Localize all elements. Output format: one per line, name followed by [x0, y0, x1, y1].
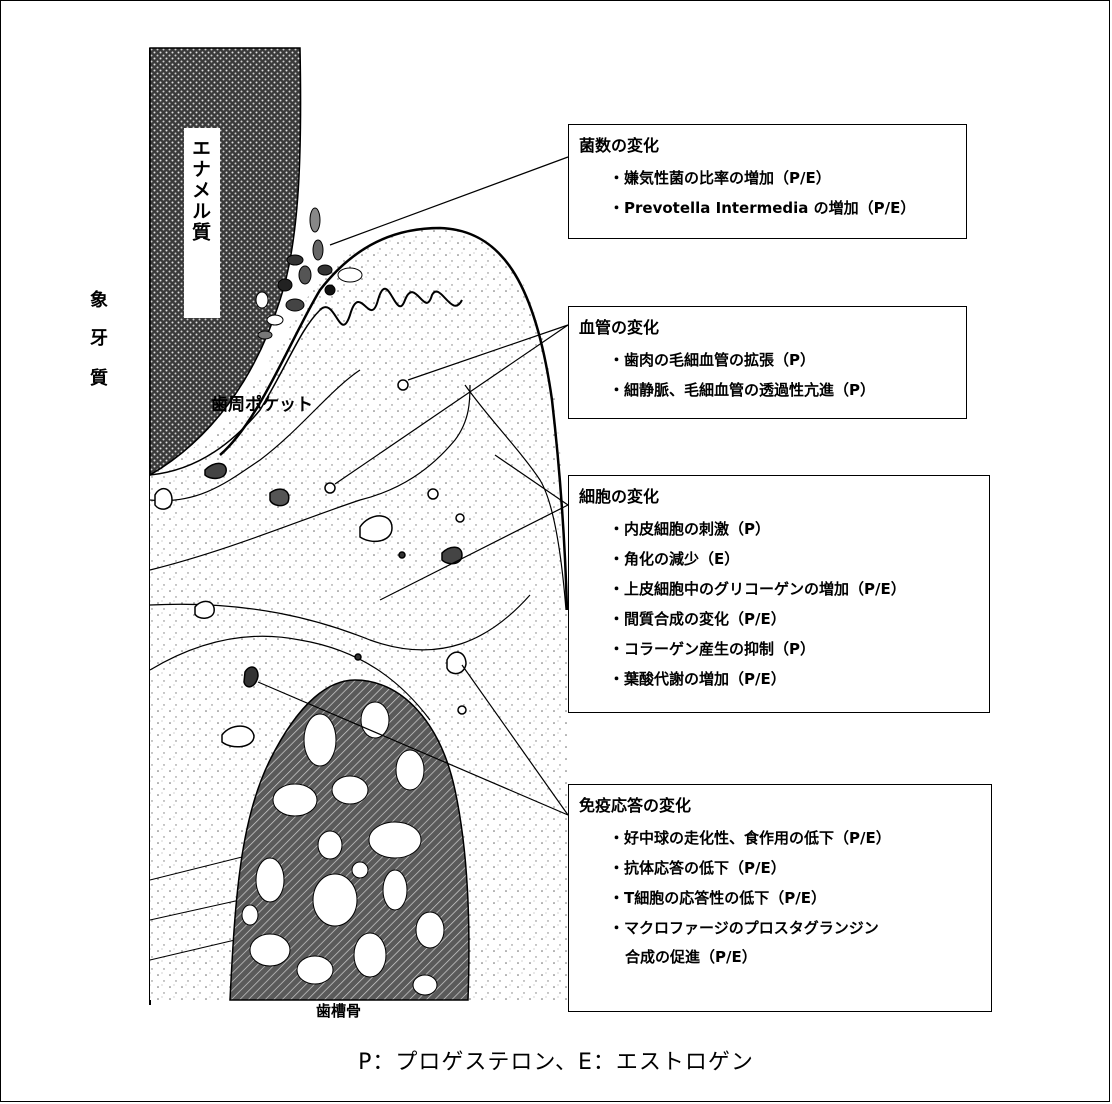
- connective-line-3: [149, 635, 431, 721]
- immune-change-item: ・好中球の走化性、食作用の低下（P/E）: [609, 829, 891, 847]
- vessel-change-title: 血管の変化: [579, 318, 660, 337]
- tissue-cells: [154, 379, 467, 748]
- cell-change-item: ・間質合成の変化（P/E）: [609, 610, 786, 628]
- pocket-label: 歯周ポケット: [211, 395, 313, 415]
- bone-label: 歯槽骨: [316, 1002, 362, 1020]
- pocket-epithelium-line: [149, 309, 321, 476]
- bacteria-change-box: 菌数の変化 ・嫌気性菌の比率の増加（P/E） ・Prevotella Inter…: [568, 124, 967, 239]
- vessel-change-item: ・歯肉の毛細血管の拡張（P）: [609, 351, 815, 369]
- dentin-label-3: 質: [90, 368, 108, 389]
- leader-lines: [257, 156, 569, 816]
- cell-change-box: 細胞の変化 ・内皮細胞の刺激（P） ・角化の減少（E） ・上皮細胞中のグリコーゲ…: [568, 475, 990, 713]
- vessel-change-item: ・細静脈、毛細血管の透過性亢進（P）: [609, 381, 875, 399]
- bacteria-change-item: ・嫌気性菌の比率の増加（P/E）: [609, 169, 831, 187]
- immune-change-item: ・マクロファージのプロスタグランジン: [609, 919, 879, 937]
- bacteria-change-item: ・Prevotella Intermedia の増加（P/E）: [609, 199, 916, 217]
- cell-change-item: ・内皮細胞の刺激（P）: [609, 520, 770, 538]
- cell-change-item: ・コラーゲン産生の抑制（P）: [609, 640, 815, 658]
- cell-change-item: ・角化の減少（E）: [609, 550, 740, 568]
- bacteria-cluster: [255, 207, 363, 340]
- immune-change-item: ・抗体応答の低下（P/E）: [609, 859, 786, 877]
- vessel-change-box: 血管の変化 ・歯肉の毛細血管の拡張（P） ・細静脈、毛細血管の透過性亢進（P）: [568, 306, 967, 419]
- immune-change-item-continuation: 合成の促進（P/E）: [625, 948, 757, 966]
- bacteria-change-title: 菌数の変化: [579, 136, 660, 155]
- cell-change-item: ・葉酸代謝の増加（P/E）: [609, 670, 786, 688]
- fiber-1: [149, 854, 251, 881]
- immune-change-item: ・T細胞の応答性の低下（P/E）: [609, 889, 826, 907]
- gingiva-contour: [219, 226, 569, 611]
- connective-line-1: [149, 384, 471, 571]
- cell-change-item: ・上皮細胞中のグリコーゲンの増加（P/E）: [609, 580, 906, 598]
- connective-line-2: [149, 594, 531, 651]
- junctional-line: [149, 369, 361, 502]
- hormone-legend: P：プロゲステロン、E：エストロゲン: [358, 1050, 754, 1075]
- bone-marrow-spaces: [241, 701, 445, 996]
- immune-change-box: 免疫応答の変化 ・好中球の走化性、食作用の低下（P/E） ・抗体応答の低下（P/…: [568, 784, 992, 1012]
- fiber-3: [149, 939, 236, 961]
- dentin-label-1: 象: [90, 290, 108, 311]
- fiber-2: [149, 899, 241, 921]
- enamel-label: エナメル質: [184, 128, 220, 318]
- pocket-wavy-line: [319, 287, 463, 326]
- connective-line-4: [464, 384, 567, 611]
- dentin-label-2: 牙: [90, 328, 108, 349]
- cell-change-title: 細胞の変化: [579, 487, 660, 506]
- immune-change-title: 免疫応答の変化: [579, 796, 692, 815]
